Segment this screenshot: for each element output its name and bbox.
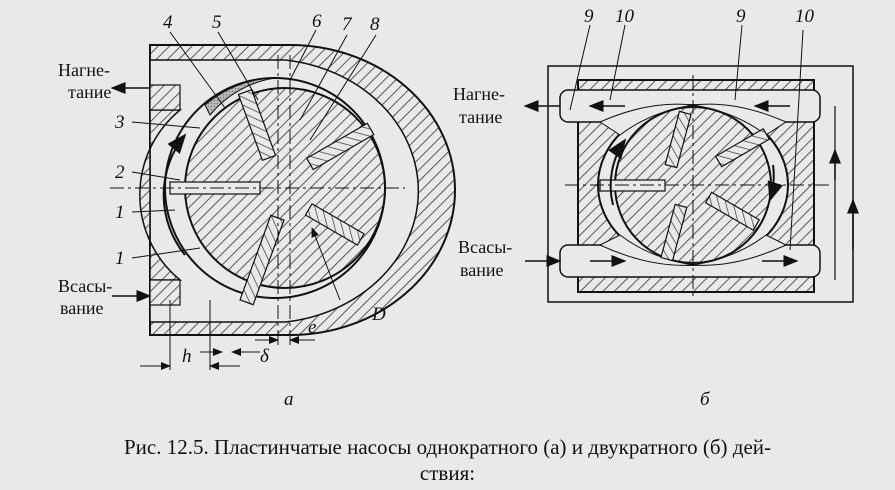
part-label-4: 4: [163, 12, 173, 33]
subfigure-a-label: а: [284, 389, 294, 410]
part-label-1-lower: 1: [115, 248, 125, 269]
part-label-10-right: 10: [795, 6, 815, 27]
diagram-b-double-action-pump: Нагне- тание Всасы- вание 9 10 9 10 б: [453, 6, 859, 410]
part-label-9-right: 9: [736, 6, 746, 27]
pump-a-stator-block: [139, 109, 183, 281]
part-label-6: 6: [312, 11, 322, 32]
dim-delta-label: δ: [260, 346, 270, 367]
part-label-9-left: 9: [584, 6, 594, 27]
pump-b-outlet-label-2: тание: [459, 107, 502, 127]
figure-caption-line-2: ствия:: [419, 461, 476, 485]
figure-caption-line-1: Рис. 12.5. Пластинчатые насосы однократн…: [123, 435, 772, 459]
pump-b-outlet-label-1: Нагне-: [453, 84, 505, 104]
pump-a-vanes: [169, 88, 375, 306]
pump-b-inlet-label-2: вание: [460, 260, 504, 280]
dim-h-label: h: [182, 346, 192, 367]
part-label-10-left: 10: [615, 6, 635, 27]
pump-a-outlet-label-2: тание: [68, 82, 111, 102]
part-label-7: 7: [342, 14, 353, 35]
diagram-a-single-action-pump: Нагне- тание Всасы- вание 4 5 6 7 8 3 2 …: [58, 11, 456, 410]
part-label-2: 2: [115, 162, 125, 183]
subfigure-b-label: б: [700, 389, 711, 410]
pump-a-inlet-label-1: Всасы-: [58, 276, 112, 296]
part-label-3: 3: [114, 112, 125, 133]
pump-a-outlet-label-1: Нагне-: [58, 60, 110, 80]
part-label-1-upper: 1: [115, 202, 125, 223]
pump-b-inlet-label-1: Всасы-: [458, 237, 512, 257]
part-label-8: 8: [370, 14, 380, 35]
label-D: D: [371, 304, 386, 325]
pump-a-inlet-label-2: вание: [60, 298, 104, 318]
dim-e-label: e: [308, 317, 316, 338]
part-label-5: 5: [212, 12, 222, 33]
pump-b-vanes: [599, 110, 771, 262]
